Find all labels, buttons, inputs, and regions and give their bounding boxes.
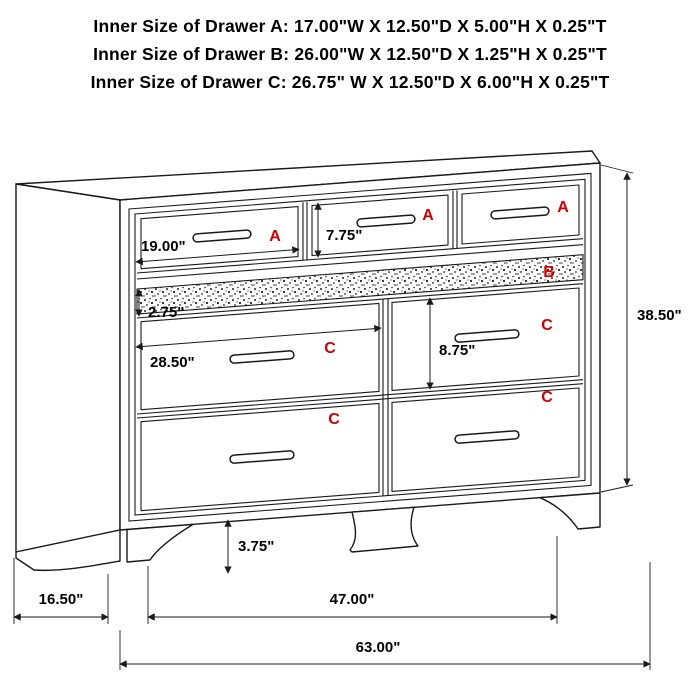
drawer-c-right-bottom-label: C — [541, 389, 553, 406]
dim-feet-span: 47.00" — [147, 536, 558, 624]
front-middle-foot — [349, 506, 419, 553]
dimension-arrow — [135, 246, 300, 266]
drawer-handle-icon — [229, 350, 295, 364]
dimension-value: 8.75" — [439, 342, 475, 359]
dresser-body — [15, 150, 601, 572]
front-frame-outer — [128, 172, 592, 522]
dimension-value: 3.75" — [238, 538, 274, 555]
rail-mid-c — [136, 379, 584, 415]
dimension-value: 63.00" — [356, 639, 401, 656]
dimension-value: 38.50" — [637, 307, 682, 324]
divider-a2-a3 — [452, 190, 458, 249]
front-left-bracket-foot — [126, 523, 194, 563]
inner-size-drawer-a: Inner Size of Drawer A: 17.00"W X 12.50"… — [93, 16, 607, 36]
drawer-a2-label: A — [422, 207, 434, 224]
drawer-handle-icon — [192, 229, 252, 243]
dimension-value: 47.00" — [330, 591, 375, 608]
dim-drawer-c-height: 8.75" — [426, 297, 475, 390]
inner-size-header: Inner Size of Drawer A: 17.00"W X 12.50"… — [0, 12, 700, 96]
front-frame-inner — [134, 178, 586, 516]
drawer-c-left-bottom-label: C — [328, 411, 340, 428]
inner-size-drawer-b: Inner Size of Drawer B: 26.00"W X 12.50"… — [93, 44, 607, 64]
rail-under-band — [136, 283, 584, 319]
drawer-handle-icon — [229, 450, 295, 464]
drawer-c-left-top-label: C — [324, 340, 336, 357]
drawer-handle-icon — [490, 206, 550, 220]
front-right-bracket-foot — [539, 492, 601, 530]
dimension-value: 2.75" — [148, 304, 184, 321]
dim-side-depth: 16.50" — [13, 558, 109, 624]
drawer-handle-icon — [356, 214, 416, 228]
dimension-value: 28.50" — [150, 354, 195, 371]
dim-drawer-a-height: 7.75" — [314, 202, 362, 258]
inner-size-drawer-c: Inner Size of Drawer C: 26.75" W X 12.50… — [90, 72, 610, 92]
dimension-value: 16.50" — [39, 591, 84, 608]
divider-a1-a2 — [302, 201, 308, 261]
dim-drawer-b-height: 2.75" — [135, 288, 184, 321]
dim-overall-width: 63.00" — [119, 562, 651, 670]
divider-c-center — [382, 298, 389, 497]
drawer-c-right-top-label: C — [541, 317, 553, 334]
dim-drawer-c-width: 28.50" — [135, 324, 382, 371]
extension-line — [600, 164, 634, 174]
dimension-value: 19.00" — [141, 238, 186, 255]
dim-base-height: 3.75" — [224, 519, 274, 574]
drawer-b-label: B — [543, 264, 555, 281]
rail-under-top-row — [136, 238, 584, 274]
dim-drawer-a-width: 19.00" — [135, 238, 300, 266]
dim-overall-height: 38.50" — [600, 164, 682, 493]
dresser-side-panel — [15, 183, 121, 553]
extension-line — [600, 484, 634, 493]
drawer-handle-icon — [454, 430, 520, 444]
dimension-value: 7.75" — [326, 227, 362, 244]
drawer-a3-label: A — [557, 199, 569, 216]
rail-under-top-row-2 — [136, 244, 584, 280]
drawer-handle-icon — [454, 329, 520, 343]
drawer-a1-label: A — [269, 228, 281, 245]
dimension-arrow — [135, 324, 382, 351]
side-skirt-foot — [15, 529, 121, 572]
rail-mid-c-2 — [136, 383, 584, 419]
